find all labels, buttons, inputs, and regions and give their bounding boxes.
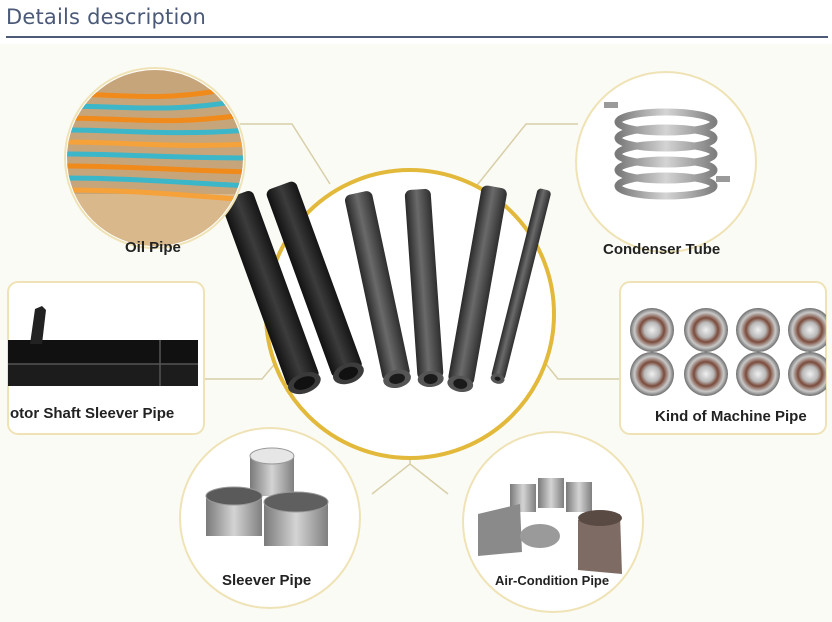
label-machine-pipe: Kind of Machine Pipe: [655, 408, 807, 425]
label-oil-pipe: Oil Pipe: [125, 239, 181, 256]
figure-illustration: [7, 67, 827, 613]
header-divider: [6, 36, 828, 38]
label-motor-shaft-sleever-pipe: otor Shaft Sleever Pipe: [10, 405, 175, 422]
label-sleever-pipe: Sleever Pipe: [222, 572, 312, 589]
motor-shaft-image: [7, 281, 205, 435]
center-pipes: [221, 181, 551, 395]
condenser-tube-image: [575, 71, 757, 253]
product-applications-figure: Oil Pipe Condenser Tube otor Shaft Sleev…: [0, 44, 832, 622]
section-title: Details description: [6, 5, 207, 29]
section-header: Details description: [0, 0, 832, 40]
air-condition-pipe-image: [462, 431, 644, 613]
label-condenser-tube: Condenser Tube: [603, 241, 721, 258]
label-air-condition-pipe: Air-Condition Pipe: [495, 573, 610, 588]
machine-pipe-image: [619, 281, 827, 435]
oil-pipe-image: [64, 67, 246, 249]
sleever-pipe-image: [179, 427, 361, 609]
